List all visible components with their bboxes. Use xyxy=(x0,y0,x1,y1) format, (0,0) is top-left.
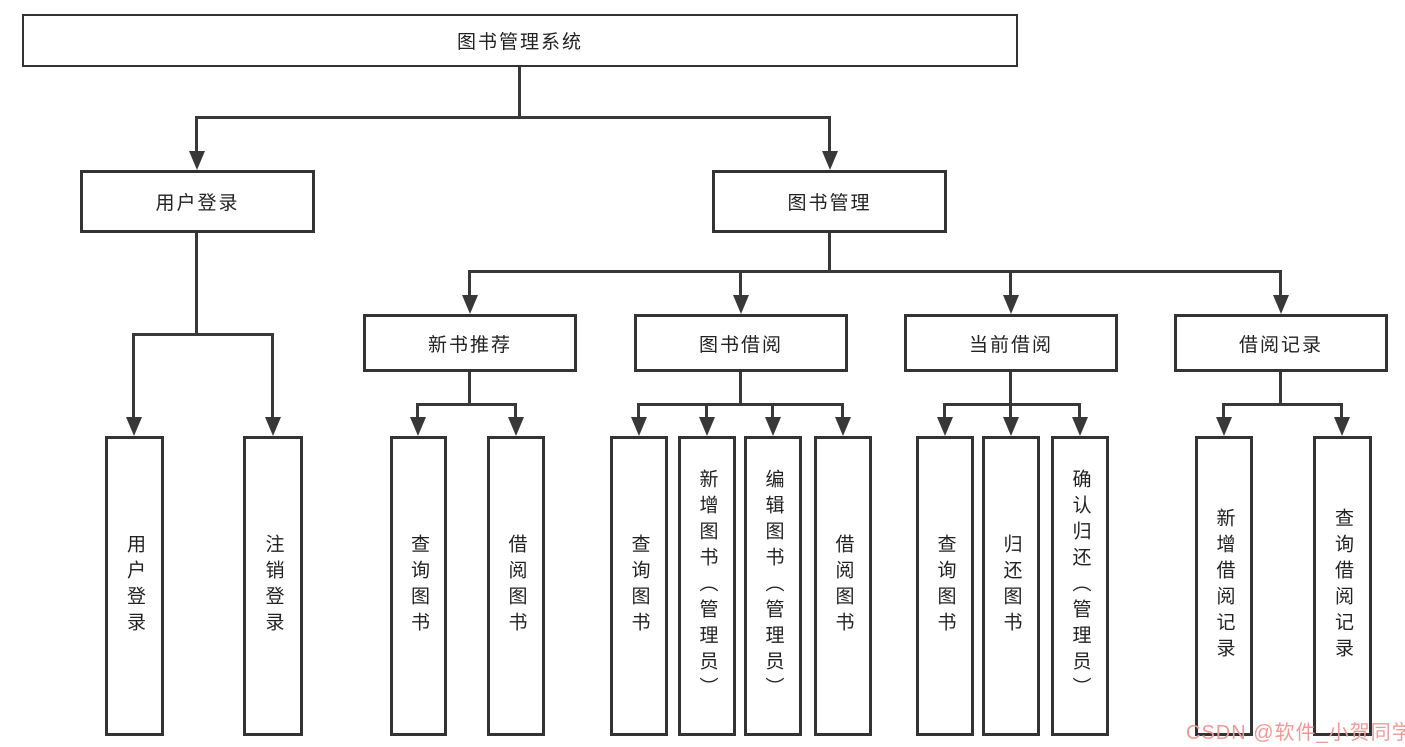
connector-line xyxy=(518,67,521,118)
leaf-query-books-borrowing: 查询图书 xyxy=(610,436,668,736)
node-label: 新增图书（管理员） xyxy=(696,469,718,703)
node-label: 用户登录 xyxy=(124,534,145,638)
node-label: 新书推荐 xyxy=(427,334,512,356)
connector-line xyxy=(514,403,517,418)
connector-line xyxy=(705,403,708,418)
arrow-down-icon xyxy=(1216,417,1232,436)
node-book-borrowing: 图书借阅 xyxy=(634,314,848,372)
connector-line xyxy=(468,270,1282,273)
leaf-query-books-recommend: 查询图书 xyxy=(390,436,447,736)
connector-line xyxy=(468,270,471,296)
arrow-down-icon xyxy=(462,295,478,314)
arrow-down-icon xyxy=(189,151,205,170)
connector-line xyxy=(1009,403,1012,418)
connector-line xyxy=(1222,403,1342,406)
arrow-down-icon xyxy=(699,417,715,436)
leaf-add-book-admin: 新增图书（管理员） xyxy=(678,436,736,736)
leaf-user-login: 用户登录 xyxy=(105,436,164,736)
node-book-management: 图书管理 xyxy=(712,170,947,233)
node-label: 借阅图书 xyxy=(505,534,527,638)
leaf-query-borrow-record: 查询借阅记录 xyxy=(1313,436,1372,736)
arrow-down-icon xyxy=(835,417,851,436)
connector-line xyxy=(1279,270,1282,296)
connector-line xyxy=(1340,403,1343,418)
connector-line xyxy=(943,403,946,418)
connector-line xyxy=(1009,372,1012,406)
arrow-down-icon xyxy=(1003,417,1019,436)
connector-line xyxy=(637,403,843,406)
watermark: CSDN @软件_小贺同学 xyxy=(1186,722,1405,744)
connector-line xyxy=(1279,372,1282,406)
leaf-edit-book-admin: 编辑图书（管理员） xyxy=(744,436,802,736)
connector-line xyxy=(195,116,198,152)
leaf-query-books-current: 查询图书 xyxy=(916,436,974,736)
arrow-down-icon xyxy=(822,151,838,170)
node-label: 图书借阅 xyxy=(698,334,783,356)
connector-line xyxy=(1078,403,1081,418)
node-new-book-recommend: 新书推荐 xyxy=(363,314,577,372)
node-label: 归还图书 xyxy=(1000,534,1022,638)
leaf-confirm-return-admin: 确认归还（管理员） xyxy=(1051,436,1109,736)
node-label: 确认归还（管理员） xyxy=(1069,469,1091,703)
node-label: 编辑图书（管理员） xyxy=(762,469,784,703)
arrow-down-icon xyxy=(1072,417,1088,436)
arrow-down-icon xyxy=(1334,417,1350,436)
arrow-down-icon xyxy=(1273,295,1289,314)
arrow-down-icon xyxy=(765,417,781,436)
connector-line xyxy=(739,372,742,406)
node-label: 借阅图书 xyxy=(832,534,854,638)
node-label: 查询图书 xyxy=(408,534,429,638)
connector-line xyxy=(195,116,831,119)
leaf-borrow-books: 借阅图书 xyxy=(814,436,872,736)
connector-line xyxy=(271,333,274,418)
connector-line xyxy=(1009,270,1012,296)
connector-line xyxy=(841,403,844,418)
node-current-borrowing: 当前借阅 xyxy=(904,314,1118,372)
node-label: 图书管理系统 xyxy=(456,32,583,53)
node-label: 新增借阅记录 xyxy=(1213,508,1235,664)
arrow-down-icon xyxy=(631,417,647,436)
node-label: 图书管理 xyxy=(787,193,872,214)
connector-line xyxy=(416,403,516,406)
leaf-logout: 注销登录 xyxy=(243,436,303,736)
node-library-system: 图书管理系统 xyxy=(22,14,1018,67)
node-label: 注销登录 xyxy=(262,534,284,638)
arrow-down-icon xyxy=(126,417,142,436)
leaf-borrow-books-recommend: 借阅图书 xyxy=(487,436,545,736)
arrow-down-icon xyxy=(733,295,749,314)
node-label: 查询图书 xyxy=(934,534,956,638)
arrow-down-icon xyxy=(1003,295,1019,314)
connector-line xyxy=(195,233,198,336)
node-user-login: 用户登录 xyxy=(80,170,315,233)
arrow-down-icon xyxy=(410,417,426,436)
node-label: 查询借阅记录 xyxy=(1332,508,1353,664)
arrow-down-icon xyxy=(508,417,524,436)
connector-line xyxy=(828,233,831,273)
connector-line xyxy=(771,403,774,418)
node-borrowing-records: 借阅记录 xyxy=(1174,314,1388,372)
node-label: 查询图书 xyxy=(628,534,650,638)
connector-line xyxy=(828,116,831,152)
node-label: 当前借阅 xyxy=(968,334,1053,356)
connector-line xyxy=(468,372,471,406)
node-label: 借阅记录 xyxy=(1238,334,1323,356)
connector-line xyxy=(1222,403,1225,418)
connector-line xyxy=(637,403,640,418)
leaf-add-borrow-record: 新增借阅记录 xyxy=(1195,436,1253,736)
leaf-return-books: 归还图书 xyxy=(982,436,1040,736)
arrow-down-icon xyxy=(265,417,281,436)
connector-line xyxy=(132,333,135,418)
connector-line xyxy=(739,270,742,296)
connector-line xyxy=(416,403,419,418)
node-label: 用户登录 xyxy=(155,193,240,214)
connector-line xyxy=(132,333,274,336)
arrow-down-icon xyxy=(937,417,953,436)
